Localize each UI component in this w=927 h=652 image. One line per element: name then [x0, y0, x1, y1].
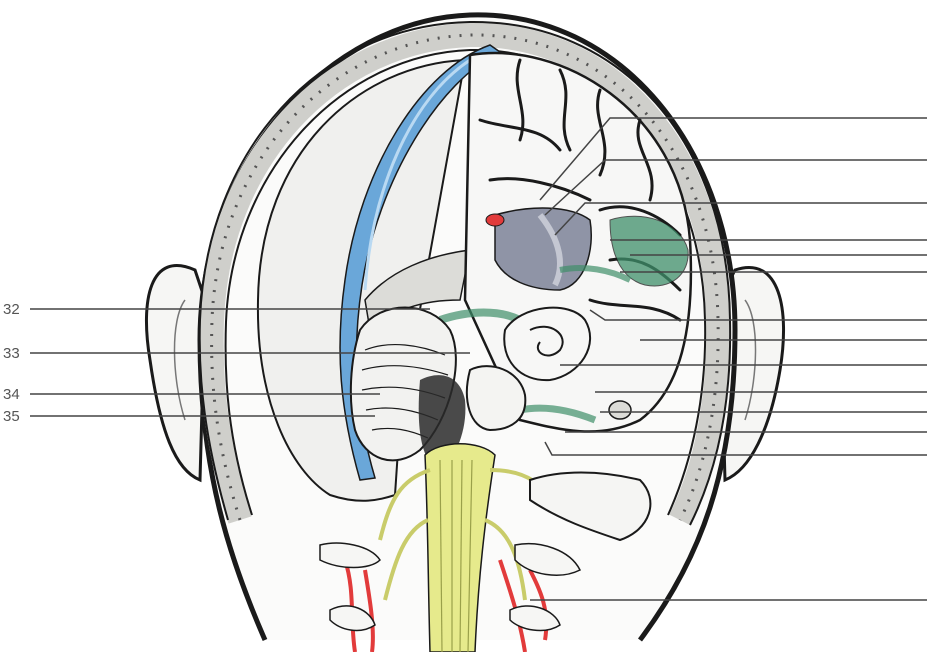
label-34: 34 — [3, 386, 20, 403]
inner-ear — [609, 401, 631, 419]
red-vessel-spot — [486, 214, 504, 226]
label-33: 33 — [3, 345, 20, 362]
label-32: 32 — [3, 301, 20, 318]
left-ear — [146, 266, 205, 480]
label-35: 35 — [3, 408, 20, 425]
